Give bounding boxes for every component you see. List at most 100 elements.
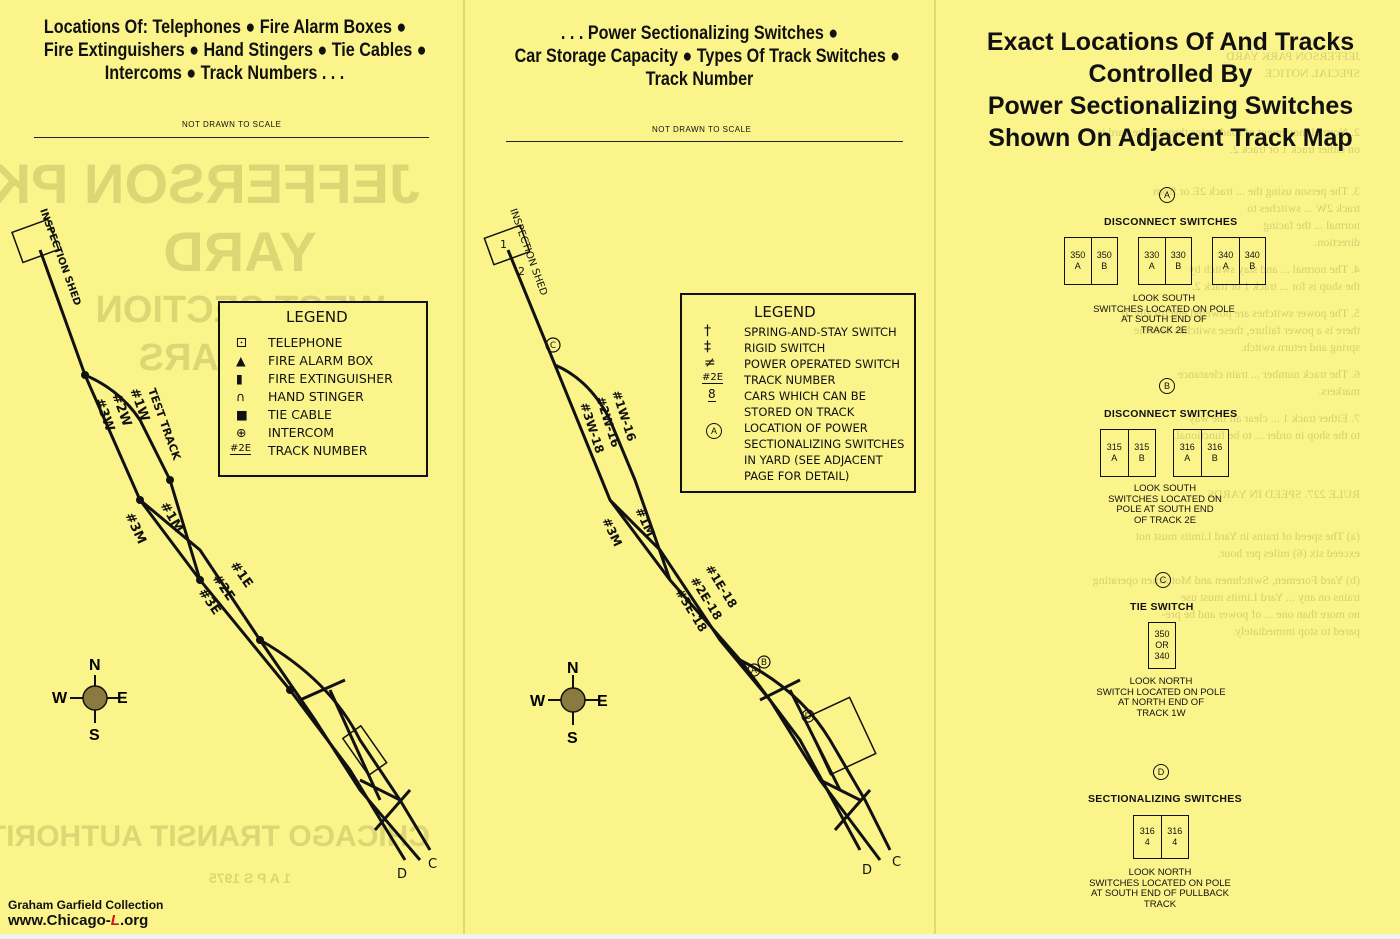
left-label-end-c: C	[428, 857, 437, 872]
collection-credit: Graham Garfield Collection www.Chicago-L…	[8, 897, 163, 929]
middle-circle-b: B	[761, 658, 767, 668]
cell-sub: B	[1249, 261, 1256, 271]
section-d-marker: D	[1153, 764, 1169, 780]
left-compass-w: W	[52, 690, 68, 707]
intercom-icon: ⊕	[236, 425, 247, 440]
left-legend: LEGEND ⚀ TELEPHONE ▲ FIRE ALARM BOX ▮ FI…	[218, 301, 428, 477]
caption-line: SWITCH LOCATED ON POLE	[1096, 686, 1226, 698]
cell-num-alt: 340	[1154, 651, 1170, 661]
cell-num: 315	[1134, 442, 1150, 452]
left-track-outer	[259, 638, 432, 851]
middle-legend-cars-sample: 8	[708, 387, 716, 402]
cell-num: 316	[1179, 442, 1195, 452]
middle-legend-item-track: TRACK NUMBER	[744, 373, 836, 387]
credit-line-2[interactable]: www.Chicago-L.org	[8, 913, 163, 929]
middle-legend-item-loc-2: SECTIONALIZING SWITCHES	[744, 437, 905, 451]
middle-legend-item-spring: SPRING-AND-STAY SWITCH	[744, 325, 897, 339]
section-d-heading: SECTIONALIZING SWITCHES	[1088, 793, 1242, 805]
left-legend-item-hand-stinger: HAND STINGER	[268, 389, 364, 404]
cell-sub: OR	[1155, 640, 1169, 650]
middle-compass-n: N	[567, 660, 579, 677]
middle-legend-item-cars-2: STORED ON TRACK	[744, 405, 855, 419]
rigid-switch-icon: ‡	[704, 339, 711, 355]
ghost-line: track 2W ... switches to	[1247, 201, 1360, 215]
cell-num: 350	[1070, 250, 1086, 260]
power-switch-icon: ≠	[704, 355, 716, 371]
left-header: Locations Of: Telephones ● Fire Alarm Bo…	[43, 16, 427, 85]
left-legend-item-track-number: TRACK NUMBER	[268, 443, 368, 458]
caption-line: AT SOUTH END OF	[1121, 314, 1207, 325]
section-a-heading: DISCONNECT SWITCHES	[1104, 216, 1238, 228]
cell-num: 350	[1096, 250, 1112, 260]
left-compass-s: S	[89, 727, 100, 744]
cell-sub: B	[1138, 453, 1145, 463]
middle-legend: LEGEND † SPRING-AND-STAY SWITCH ‡ RIGID …	[680, 293, 916, 493]
right-title-line-1: Exact Locations Of And Tracks	[986, 28, 1355, 56]
left-legend-item-intercom: INTERCOM	[268, 425, 334, 440]
tie-cable-icon: ■	[236, 407, 248, 422]
caption-line: TRACK 1W	[1136, 707, 1186, 719]
section-a-marker: A	[1159, 187, 1175, 203]
right-title-line-4: Shown On Adjacent Track Map	[988, 124, 1353, 152]
left-legend-item-telephone: TELEPHONE	[268, 335, 343, 350]
cell-num: 340	[1218, 250, 1234, 260]
credit-url-part-b: .org	[119, 912, 149, 929]
middle-legend-item-loc-3: IN YARD (SEE ADJACENT	[744, 453, 883, 467]
section-c-heading: TIE SWITCH	[1130, 601, 1194, 613]
middle-track-map: INSPECTION SHED 1 2 #1W-16 #2W-16 #3W-18…	[483, 207, 901, 878]
middle-label-end-d: D	[862, 863, 872, 878]
left-header-line-1: Locations Of: Telephones ● Fire Alarm Bo…	[43, 17, 407, 38]
left-legend-track-sample: #2E	[230, 443, 252, 455]
middle-not-to-scale: NOT DRAWN TO SCALE	[652, 125, 752, 134]
caption-line: LOOK SOUTH	[1133, 483, 1197, 494]
section-b-caption: LOOK SOUTH SWITCHES LOCATED ON POLE AT S…	[1090, 483, 1240, 526]
cell-sub: A	[1111, 453, 1118, 463]
cell-sub: A	[1148, 261, 1155, 271]
left-rule	[34, 137, 429, 138]
caption-line: OF TRACK 2E	[1133, 514, 1197, 526]
section-c-marker: C	[1155, 572, 1171, 588]
caption-line: LOOK NORTH	[1129, 676, 1193, 687]
cell-sub: 4	[1144, 837, 1150, 847]
cell-sub: A	[1184, 453, 1191, 463]
ghost-line: spring and return switch.	[1240, 340, 1360, 354]
middle-legend-track-sample: #2E	[702, 372, 724, 384]
middle-circle-d: D	[805, 712, 812, 722]
cell-sub: B	[1101, 261, 1108, 271]
fire-alarm-icon: ▲	[236, 353, 246, 368]
section-b-marker: B	[1159, 378, 1175, 394]
right-title: Exact Locations Of And Tracks Controlled…	[948, 26, 1393, 154]
middle-circle-a: A	[751, 666, 758, 676]
middle-header-line-2: Car Storage Capacity ● Types Of Track Sw…	[514, 46, 901, 67]
caption-line: SWITCHES LOCATED ON	[1108, 493, 1222, 505]
extinguisher-icon: ▮	[236, 371, 243, 386]
left-compass-e: E	[117, 690, 128, 707]
left-legend-title: LEGEND	[286, 308, 348, 326]
left-compass-icon: N S E W	[52, 657, 128, 744]
right-title-line-3: Power Sectionalizing Switches	[987, 92, 1354, 120]
hand-stinger-icon: ∩	[236, 389, 246, 404]
middle-legend-circle-sample: A	[706, 423, 722, 439]
middle-header-line-3: Track Number	[645, 69, 754, 90]
cell-sub: B	[1175, 261, 1182, 271]
middle-header-line-1: . . . Power Sectionalizing Switches ●	[560, 23, 839, 44]
ghost-line: (a) The speed of trains in Yard Limits m…	[1135, 529, 1360, 543]
left-legend-item-tie-cable: TIE CABLE	[268, 407, 332, 422]
fold-line-right	[934, 0, 936, 934]
cell-num: 316	[1139, 826, 1155, 836]
middle-rule	[506, 141, 903, 142]
middle-compass-e: E	[597, 693, 608, 710]
middle-legend-item-rigid: RIGID SWITCH	[744, 341, 826, 355]
ghost-line: exceed six (6) miles per hour.	[1218, 546, 1360, 560]
